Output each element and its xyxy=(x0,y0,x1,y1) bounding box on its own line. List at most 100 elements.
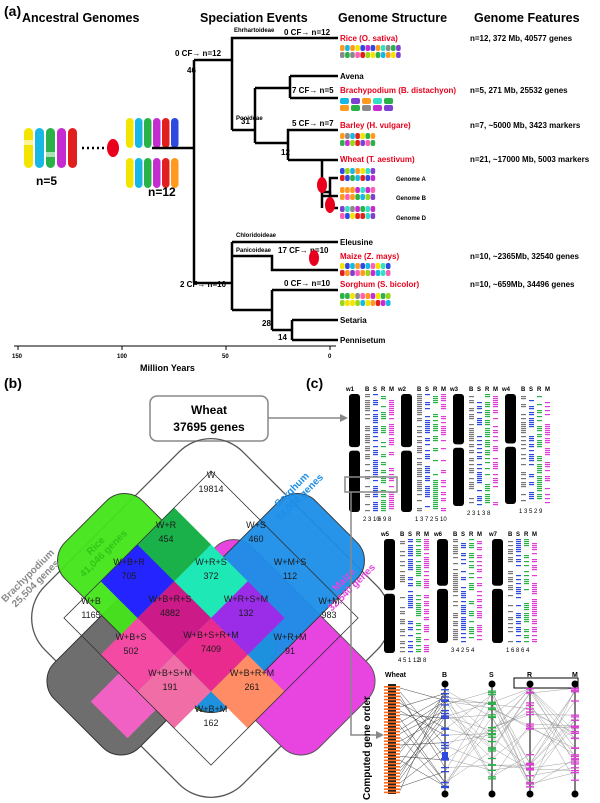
venn-region-name: W+S xyxy=(246,520,266,530)
chromosome-number: 9 xyxy=(383,517,387,523)
chromosome-number: 6 xyxy=(521,648,525,654)
species-rice: Rice (O. sativa) xyxy=(340,34,398,43)
subfamily-pooideae: Pooideae xyxy=(236,116,263,122)
venn-region-name: W+R+S xyxy=(195,557,227,567)
ancestral-n12-chromosome xyxy=(153,118,161,148)
ancestral-n12-chromosome xyxy=(135,118,143,148)
venn-region-value: 7409 xyxy=(201,644,221,654)
event-brachy: 7 CF→ n=5 xyxy=(292,86,334,95)
venn-region-name: W+B xyxy=(81,596,101,606)
karyotype-rice xyxy=(340,45,401,58)
chromosome-name: w2 xyxy=(397,387,407,393)
venn-region-value: 4882 xyxy=(160,608,180,618)
species-brachypodium: Brachypodium (B. distachyon) xyxy=(340,86,456,95)
venn-region-name: W xyxy=(207,470,216,480)
venn-region-value: 372 xyxy=(203,571,218,581)
header-genome-features: Genome Features xyxy=(474,11,580,25)
column-head-B: B xyxy=(453,532,458,538)
venn-region-value: 132 xyxy=(238,608,253,618)
axis-label: Million Years xyxy=(140,363,195,373)
venn-region-value: 112 xyxy=(283,571,297,581)
time-axis xyxy=(14,345,336,350)
ancestral-n12-chromosome xyxy=(162,158,170,188)
column-head-S: S xyxy=(477,387,481,393)
chromosome-number: 4 xyxy=(398,658,402,664)
chromosome-number: 3 xyxy=(482,511,486,517)
axis-tick-100: 100 xyxy=(117,354,128,360)
venn-region-name: W+M+S xyxy=(274,557,307,567)
ancestral-n5-karyotype xyxy=(24,128,77,168)
chromosome-number: 9 xyxy=(539,509,543,515)
venn-region-w-s: W+S 460 xyxy=(246,520,266,544)
wgd-marker-ancestral xyxy=(107,139,119,157)
phylogenetic-tree xyxy=(152,36,338,342)
chromosome-name: w4 xyxy=(501,387,511,393)
chromosome-number: 2 xyxy=(430,517,434,523)
venn-region-value: 454 xyxy=(158,534,173,544)
header-genome-structure: Genome Structure xyxy=(338,11,447,25)
chromosome-number: 4 xyxy=(526,648,530,654)
order-head-b: B xyxy=(442,672,447,679)
column-head-M: M xyxy=(493,387,498,393)
wgd-marker-maize xyxy=(309,250,319,266)
age-root: 46 xyxy=(187,66,196,75)
venn-region-fill-wms xyxy=(211,581,285,655)
ancestral-n12-chromosome xyxy=(162,118,170,148)
age-barley: 12 xyxy=(281,148,290,157)
venn-region-w-b-s-r-m: W+B+S+R+M 7409 xyxy=(183,630,239,654)
ancestral-n12-chromosome xyxy=(135,158,143,188)
species-eleusine: Eleusine xyxy=(340,238,373,247)
venn-region-value: 460 xyxy=(248,534,263,544)
venn-region-name: W+M xyxy=(318,596,339,606)
column-head-B: B xyxy=(521,387,526,393)
event-maize: 17 CF→ n=10 xyxy=(278,246,329,255)
ancestral-n12-chromosome xyxy=(171,118,179,148)
chromosome-number: 3 xyxy=(368,517,372,523)
feature-rice: n=12, 372 Mb, 40577 genes xyxy=(470,34,573,43)
chromosome-number: 8 xyxy=(388,517,392,523)
chromosome-number: 8 xyxy=(516,648,520,654)
column-head-M: M xyxy=(545,387,550,393)
feature-barley: n=7, ~5000 Mb, 3423 markers xyxy=(470,121,581,130)
species-setaria: Setaria xyxy=(340,316,367,325)
venn-region-name: W+R+M xyxy=(273,632,306,642)
karyotype-barley xyxy=(340,133,376,146)
feature-sorghum: n=10, ~659Mb, 34496 genes xyxy=(470,280,575,289)
venn-region-name: W+B+S+R+M xyxy=(183,630,239,640)
arrow-head-panel-c xyxy=(340,414,348,422)
feature-brachypodium: n=5, 271 Mb, 25532 genes xyxy=(470,86,568,95)
karyotype-wheat-b xyxy=(340,187,376,200)
subfamily-ehrhartoideae: Ehrhartoideae xyxy=(234,28,275,34)
panel-a-label: (a) xyxy=(4,3,21,19)
order-head-wheat: Wheat xyxy=(385,672,407,679)
wheat-genome-d: Genome D xyxy=(396,216,427,222)
venn-region-name: W+B+R xyxy=(113,557,145,567)
wheat-box-genes: 37695 genes xyxy=(173,420,245,434)
chromosome-number: 1 xyxy=(477,511,481,517)
ancestral-n12-chromosome xyxy=(171,158,179,188)
chromosome-number: 4 xyxy=(456,648,460,654)
ancestral-n12-chromosome xyxy=(126,118,134,148)
chromosome-number: 1 xyxy=(415,517,419,523)
ancestral-n12-chromosome xyxy=(126,158,134,188)
order-wheat-bar xyxy=(388,684,396,794)
order-head-s: S xyxy=(489,672,494,679)
chromosome-number: 12 xyxy=(413,658,420,664)
venn-region-w-m-s: W+M+S 112 xyxy=(274,557,307,581)
column-head-M: M xyxy=(532,532,537,538)
panel-c-label: (c) xyxy=(306,375,323,391)
venn-region-fill-wbrs xyxy=(137,581,211,655)
wgd-marker-wheat-2 xyxy=(325,197,335,213)
column-head-B: B xyxy=(417,387,422,393)
feature-wheat: n=21, ~17000 Mb, 5003 markers xyxy=(470,155,590,164)
header-speciation-events: Speciation Events xyxy=(200,11,308,25)
chromosome-number: 2 xyxy=(461,648,465,654)
panel-b-label: (b) xyxy=(4,375,22,391)
